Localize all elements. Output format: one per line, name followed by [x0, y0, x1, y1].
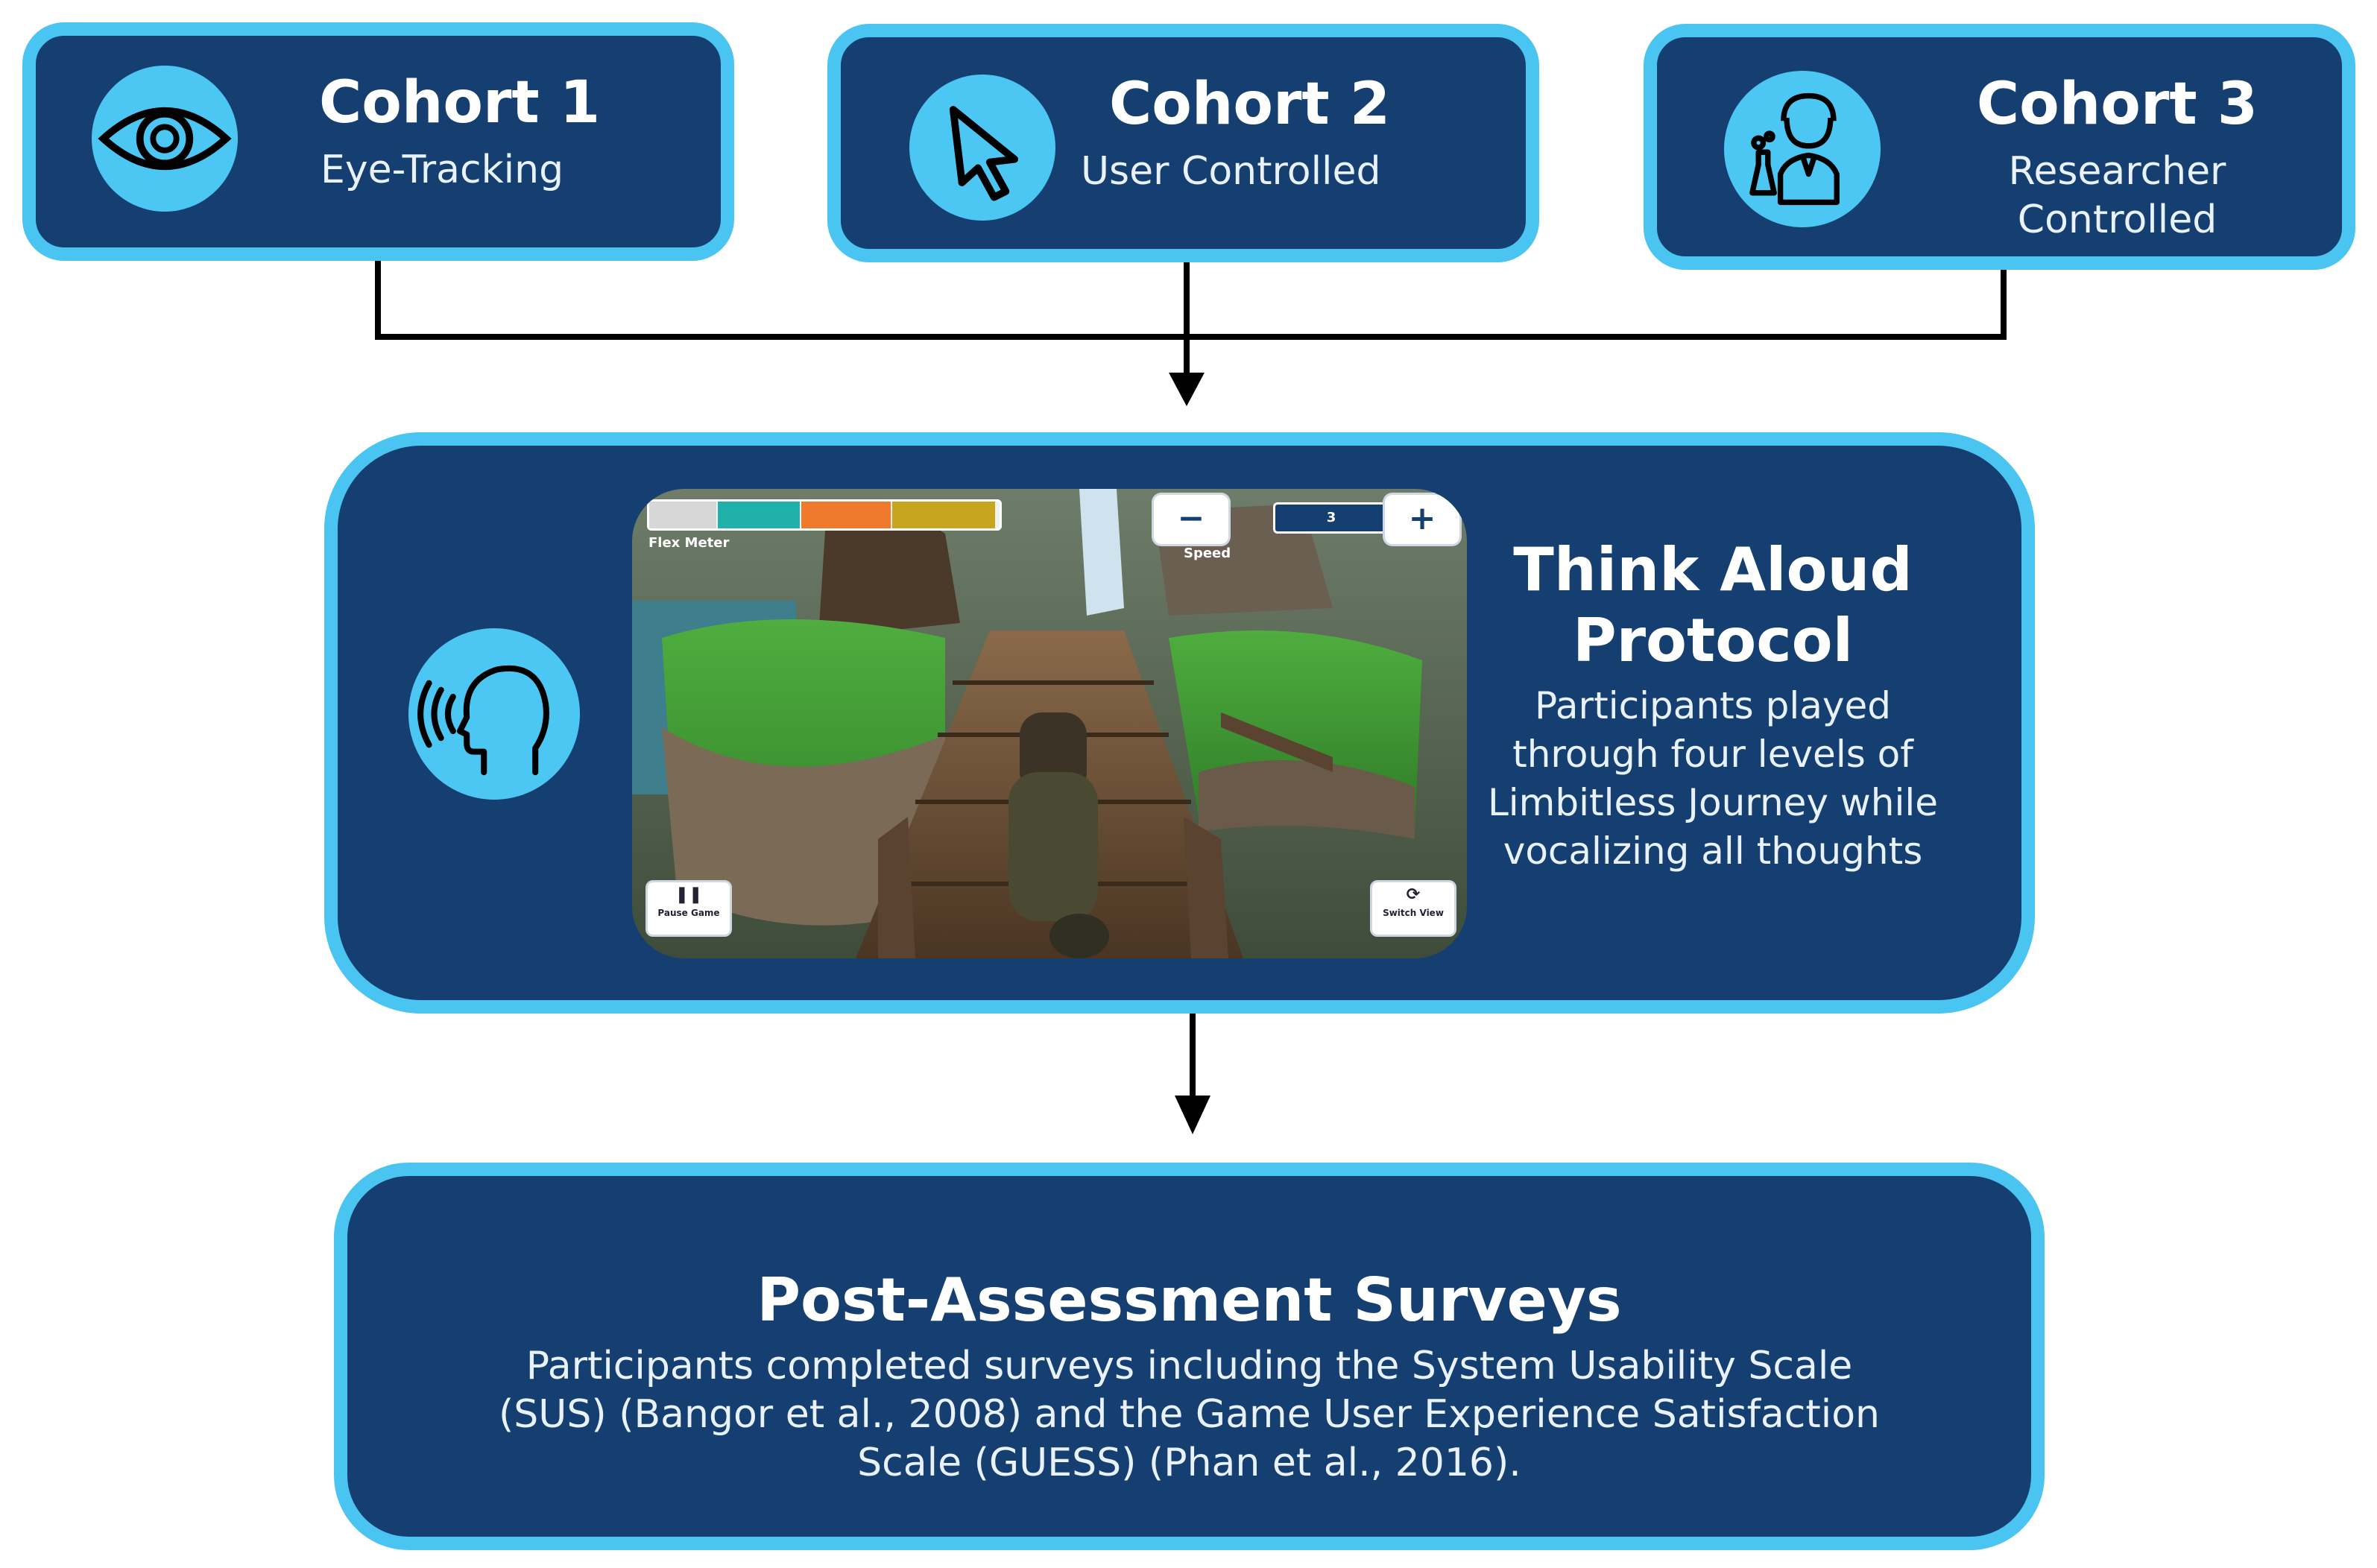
- speed-value: 3: [1273, 502, 1389, 534]
- speed-plus-button[interactable]: +: [1385, 495, 1459, 544]
- think-aloud-title-line-1: Think Aloud: [1513, 535, 1913, 604]
- pause-game-button[interactable]: ❚❚ Pause Game: [645, 880, 732, 937]
- think-aloud-icon-circle: [408, 628, 580, 800]
- cohort-3-subtitle-line-1: Researcher: [2008, 149, 2226, 194]
- pause-game-label: Pause Game: [657, 908, 720, 918]
- flex-meter-label: Flex Meter: [648, 535, 730, 551]
- cohort-2-icon-circle: [909, 75, 1055, 221]
- cohort-3-icon-circle: [1724, 71, 1881, 227]
- cohort-3-title: Cohort 3: [1976, 71, 2258, 138]
- flex-meter-segment-1: [649, 502, 716, 528]
- cohort-1-title: Cohort 1: [319, 69, 601, 136]
- researcher-icon: [1749, 92, 1840, 206]
- flex-meter-segment-4: [892, 502, 995, 528]
- speed-minus-button[interactable]: −: [1154, 495, 1228, 544]
- flex-meter-segment-2: [718, 502, 800, 528]
- post-assessment-box: Post-Assessment Surveys Participants com…: [334, 1163, 2045, 1550]
- cohort-1-subtitle: Eye-Tracking: [321, 148, 564, 192]
- game-screenshot: Flex Meter − 3 + Speed ❚❚ Pause Game ⟳ S…: [632, 489, 1467, 958]
- cohort-1-icon-circle: [92, 66, 238, 212]
- cohort-1-box: Cohort 1 Eye-Tracking: [22, 22, 734, 261]
- cohort-2-subtitle: User Controlled: [1081, 149, 1381, 194]
- switch-view-label: Switch View: [1383, 908, 1444, 918]
- switch-view-icon: ⟳: [1406, 885, 1421, 904]
- eye-icon: [98, 107, 232, 170]
- speaking-head-icon: [417, 665, 549, 776]
- think-aloud-body-line-4: vocalizing all thoughts: [1503, 829, 1923, 873]
- post-assessment-body-line-1: Participants completed surveys including…: [525, 1344, 1853, 1388]
- game-scene-image: [632, 489, 1467, 958]
- think-aloud-body-line-1: Participants played: [1535, 684, 1891, 727]
- cohort-2-box: Cohort 2 User Controlled: [827, 24, 1539, 262]
- cohort-2-title: Cohort 2: [1109, 71, 1391, 138]
- cohort-3-box: Cohort 3 Researcher Controlled: [1644, 24, 2355, 270]
- think-aloud-body-line-3: Limbitless Journey while: [1487, 781, 1939, 824]
- cohort-3-subtitle-line-2: Controlled: [2017, 197, 2217, 242]
- connector-cohort1: [375, 257, 2007, 340]
- post-assessment-body-line-2: (SUS) (Bangor et al., 2008) and the Game…: [499, 1392, 1880, 1437]
- arrowhead-to-surveys: [1175, 1096, 1210, 1134]
- think-aloud-box: Flex Meter − 3 + Speed ❚❚ Pause Game ⟳ S…: [324, 432, 2035, 1014]
- switch-view-button[interactable]: ⟳ Switch View: [1370, 880, 1456, 937]
- flex-meter-bar: [647, 499, 1002, 531]
- think-aloud-body-line-2: through four levels of: [1512, 733, 1913, 776]
- pause-icon: ❚❚: [675, 885, 703, 904]
- speed-label: Speed: [1184, 546, 1231, 561]
- flex-meter-segment-3: [801, 502, 891, 528]
- post-assessment-body-line-3: Scale (GUESS) (Phan et al., 2016).: [857, 1441, 1521, 1485]
- cursor-icon: [949, 106, 1019, 201]
- think-aloud-title-line-2: Protocol: [1572, 606, 1854, 675]
- arrowhead-to-think-aloud: [1169, 373, 1205, 406]
- post-assessment-title: Post-Assessment Surveys: [757, 1265, 1622, 1335]
